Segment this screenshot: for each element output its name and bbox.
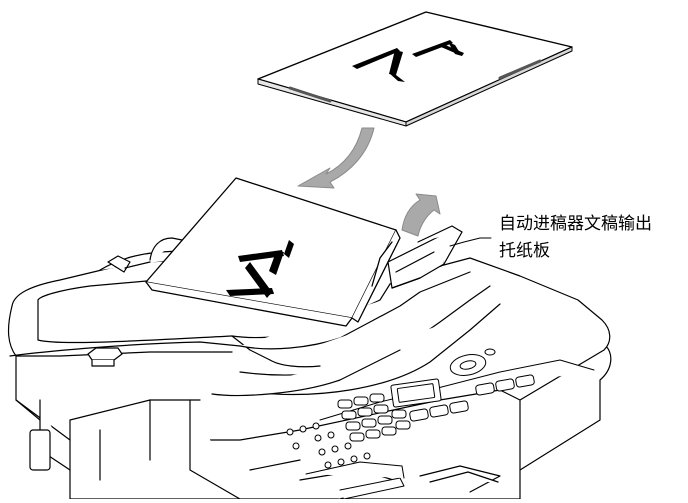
document-in-adf bbox=[145, 177, 401, 327]
document-glyph-top bbox=[352, 40, 464, 82]
keypad bbox=[337, 393, 411, 442]
curved-down-arrow-icon bbox=[297, 127, 375, 189]
document-output-support-flap bbox=[387, 225, 463, 289]
callout-label-line-1: 自动进稿器文稿输出 bbox=[499, 214, 652, 234]
curved-up-arrow-icon bbox=[401, 193, 441, 237]
callout-leader-line bbox=[449, 237, 492, 247]
loose-document-sheet bbox=[257, 11, 573, 127]
document-glyph-adf bbox=[226, 240, 294, 298]
control-panel bbox=[286, 348, 595, 500]
callout-label-line-2: 托纸板 bbox=[499, 241, 550, 261]
round-buttons bbox=[286, 422, 371, 469]
